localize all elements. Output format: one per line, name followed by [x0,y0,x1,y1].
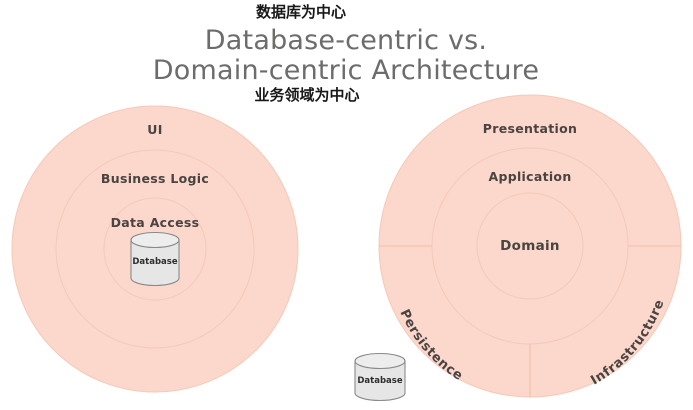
left-ring-label-business-logic: Business Logic [101,171,209,186]
left-database-cylinder: Database [130,231,180,287]
left-ring-middle-border [55,149,255,349]
title-line-2: Domain-centric Architecture [153,55,539,86]
cylinder-top [354,352,406,370]
title-annotation-bottom: 业务领域为中心 [254,86,359,104]
cylinder-top [130,231,180,249]
right-ring-outer [379,95,681,397]
right-ring-label-application: Application [488,169,571,184]
right-ring-label-domain: Domain [500,238,560,254]
right-ring-label-presentation: Presentation [483,121,577,136]
cylinder-body [354,360,406,402]
external-database-cylinder: Database [354,352,406,402]
title-annotation-top: 数据库为中心 [256,3,346,21]
page-title: 数据库为中心 Database-centric vs. Domain-centr… [153,3,539,104]
cylinder-body [130,239,180,287]
left-ring-inner-border [103,197,207,301]
left-ring-label-data-access: Data Access [111,215,200,230]
cylinder-label: Database [357,376,402,386]
right-architecture-circle: Presentation Application Domain Persiste… [378,94,682,398]
right-ring-inner-border [476,192,584,300]
left-architecture-circle: UI Business Logic Data Access Database [11,105,299,393]
cylinder-label: Database [132,257,177,267]
title-line-1: Database-centric vs. [205,25,487,56]
left-ring-outer-border [11,105,299,393]
left-ring-label-ui: UI [147,122,162,137]
